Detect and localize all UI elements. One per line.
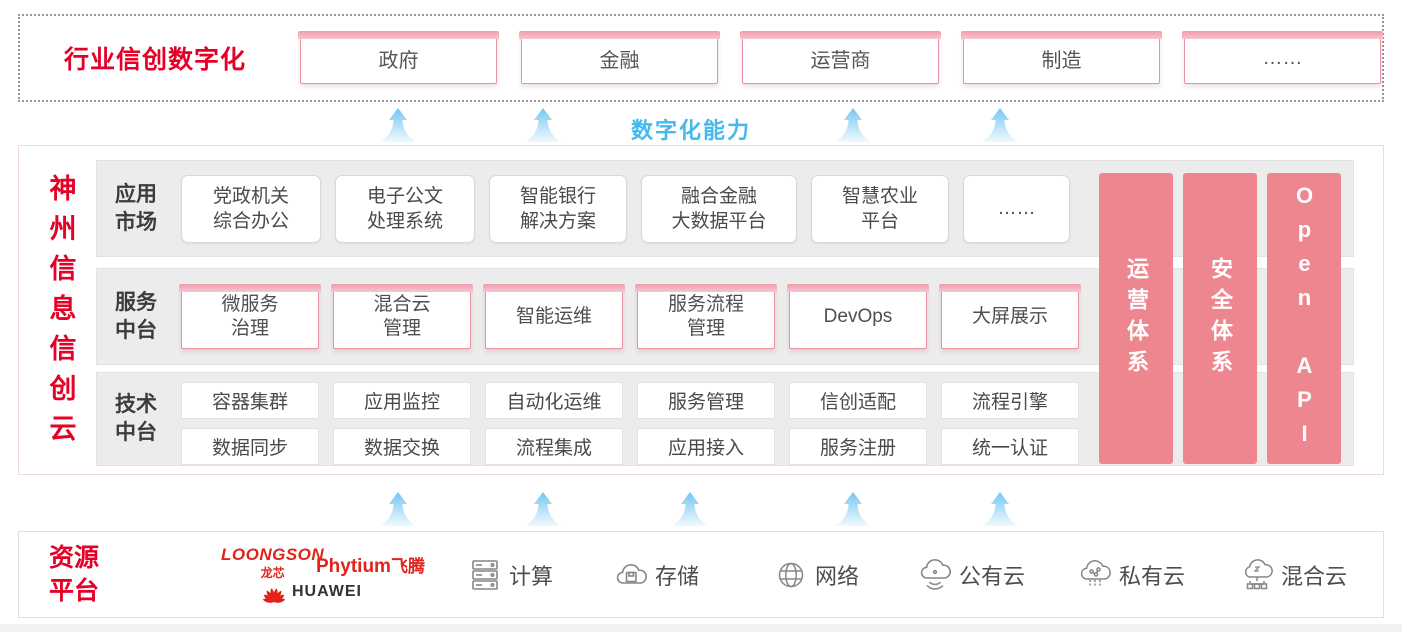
service-item-devops: DevOps bbox=[787, 283, 929, 349]
service-item-service-flow: 服务流程 管理 bbox=[635, 283, 777, 349]
private-cloud-icon bbox=[1080, 559, 1111, 586]
up-arrow-icon bbox=[380, 108, 416, 142]
resource-public-cloud: 公有云 bbox=[917, 557, 1025, 593]
industry-government: 政府 bbox=[298, 31, 499, 84]
resource-compute-label: 计算 bbox=[509, 563, 554, 589]
tech-item-service-mgmt: 服务管理 bbox=[637, 382, 775, 419]
app-item-smart-agriculture: 智慧农业 平台 bbox=[811, 174, 949, 243]
app-item-more: …… bbox=[963, 174, 1070, 243]
tech-item-service-registry: 服务注册 bbox=[789, 428, 927, 465]
up-arrow-icon bbox=[835, 492, 871, 526]
resource-private-cloud: 私有云 bbox=[1077, 557, 1185, 593]
service-platform-items: 微服务 治理 混合云 管理 智能运维 服务流程 管理 DevOps 大屏展示 bbox=[179, 269, 1081, 364]
app-item-finance-bigdata: 融合金融 大数据平台 bbox=[641, 174, 797, 243]
pillar-open-api: Open API bbox=[1267, 173, 1341, 464]
platform-title: 神州信息信创云 bbox=[45, 174, 76, 454]
network-icon bbox=[778, 562, 804, 587]
compute-icon bbox=[472, 559, 498, 590]
service-item-smart-ops: 智能运维 bbox=[483, 283, 625, 349]
tech-item-auto-ops: 自动化运维 bbox=[485, 382, 623, 419]
tech-platform-items: 容器集群 应用监控 自动化运维 服务管理 信创适配 流程引擎 数据同步 数据交换… bbox=[181, 382, 1079, 465]
resource-platform-label: 资源 平台 bbox=[49, 543, 100, 605]
tech-platform-row: 技术 中台 容器集群 应用监控 自动化运维 服务管理 信创适配 流程引擎 数据同… bbox=[96, 372, 1354, 466]
loongson-logo: LOONGSON 龙芯 bbox=[221, 545, 325, 580]
up-arrow-icon bbox=[982, 108, 1018, 142]
resource-storage-label: 存储 bbox=[655, 563, 700, 589]
industry-finance: 金融 bbox=[519, 31, 720, 84]
tech-item-data-sync: 数据同步 bbox=[181, 428, 319, 465]
resource-hybrid-cloud: 混合云 bbox=[1239, 557, 1347, 593]
industry-manufacturing: 制造 bbox=[961, 31, 1162, 84]
huawei-flower-icon bbox=[262, 588, 286, 603]
service-platform-label: 服务 中台 bbox=[115, 290, 157, 342]
tech-item-app-monitor: 应用监控 bbox=[333, 382, 471, 419]
resource-platform-box: 资源 平台 LOONGSON 龙芯 Phytium 飞腾 bbox=[18, 531, 1384, 618]
industry-band-title: 行业信创数字化 bbox=[64, 46, 247, 74]
tech-item-process-integration: 流程集成 bbox=[485, 428, 623, 465]
app-market-items: 党政机关 综合办公 电子公文 处理系统 智能银行 解决方案 融合金融 大数据平台… bbox=[181, 161, 1070, 256]
tech-item-app-access: 应用接入 bbox=[637, 428, 775, 465]
up-arrow-icon bbox=[380, 492, 416, 526]
resource-network-label: 网络 bbox=[815, 563, 860, 589]
tech-item-unified-auth: 统一认证 bbox=[941, 428, 1079, 465]
up-arrow-icon bbox=[525, 492, 561, 526]
cloud-platform-box: 神州信息信创云 应用 市场 党政机关 综合办公 电子公文 处理系统 智能银行 解… bbox=[18, 145, 1384, 475]
tech-item-container-cluster: 容器集群 bbox=[181, 382, 319, 419]
app-item-edoc-system: 电子公文 处理系统 bbox=[335, 174, 475, 243]
app-item-smart-bank: 智能银行 解决方案 bbox=[489, 174, 627, 243]
pillar-operation-system: 运营体系 bbox=[1099, 173, 1173, 464]
up-arrow-icon bbox=[982, 492, 1018, 526]
up-arrow-icon bbox=[835, 108, 871, 142]
industry-operator: 运营商 bbox=[740, 31, 941, 84]
resource-storage: 存储 bbox=[613, 557, 699, 593]
resource-hybrid-cloud-label: 混合云 bbox=[1281, 563, 1348, 589]
hybrid-cloud-icon bbox=[1244, 558, 1273, 589]
service-item-microservice: 微服务 治理 bbox=[179, 283, 321, 349]
storage-icon bbox=[616, 563, 647, 584]
tech-item-process-engine: 流程引擎 bbox=[941, 382, 1079, 419]
public-cloud-icon bbox=[920, 558, 951, 590]
industry-more: …… bbox=[1182, 31, 1383, 84]
up-arrow-icon bbox=[672, 492, 708, 526]
resource-private-cloud-label: 私有云 bbox=[1119, 563, 1186, 589]
up-arrow-icon bbox=[525, 108, 561, 142]
service-item-hybrid-cloud-mgmt: 混合云 管理 bbox=[331, 283, 473, 349]
huawei-logo: HUAWEI bbox=[261, 579, 362, 605]
capability-label: 数字化能力 bbox=[631, 118, 752, 143]
tech-item-xinchuang-adapt: 信创适配 bbox=[789, 382, 927, 419]
resource-network: 网络 bbox=[773, 557, 859, 593]
pillar-security-system: 安全体系 bbox=[1183, 173, 1257, 464]
industry-band: 行业信创数字化 政府 金融 运营商 制造 …… bbox=[18, 14, 1384, 102]
industry-list: 政府 金融 运营商 制造 …… bbox=[298, 31, 1383, 84]
tech-platform-label: 技术 中台 bbox=[115, 393, 157, 444]
tech-item-data-exchange: 数据交换 bbox=[333, 428, 471, 465]
app-market-label: 应用 市场 bbox=[115, 182, 157, 234]
phytium-logo: Phytium 飞腾 bbox=[316, 556, 425, 577]
app-item-gov-office: 党政机关 综合办公 bbox=[181, 174, 321, 243]
resource-public-cloud-label: 公有云 bbox=[959, 563, 1026, 589]
page-bottom-strip bbox=[0, 624, 1402, 632]
resource-compute: 计算 bbox=[467, 557, 553, 593]
service-item-big-screen: 大屏展示 bbox=[939, 283, 1081, 349]
